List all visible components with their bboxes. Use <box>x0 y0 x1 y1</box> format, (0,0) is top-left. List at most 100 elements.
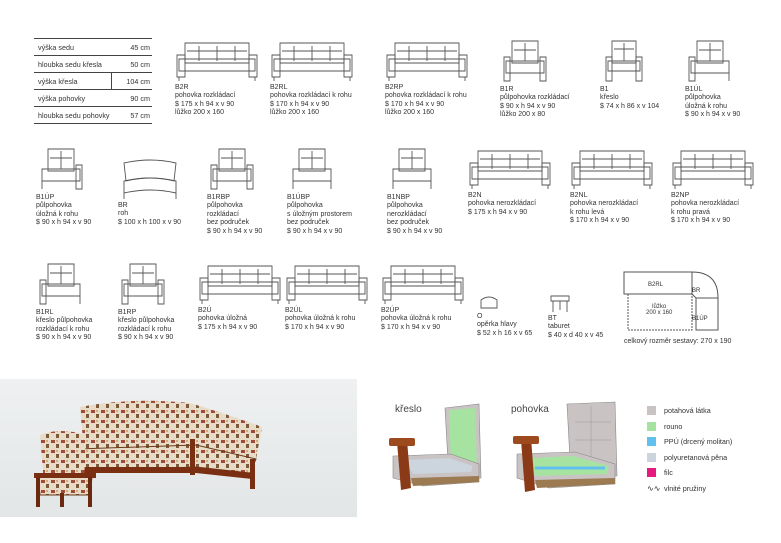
product-bed-size: lůžko 200 x 80 <box>500 111 546 119</box>
set-total: celkový rozměr sestavy: 270 x 190 <box>624 338 732 345</box>
legend-label: vlnité pružiny <box>664 483 706 493</box>
legend-label: filc <box>664 468 673 478</box>
furniture-drawing <box>672 150 754 189</box>
dim-label: výška pohovky <box>34 89 112 107</box>
dim-value: 50 cm <box>111 55 152 73</box>
product-name: taburet <box>548 323 570 331</box>
product-code: B2RP <box>385 84 404 91</box>
product-name: pohovka nerozkládací <box>468 200 537 208</box>
furniture-drawing <box>210 148 254 190</box>
product-name: půlpohovka úložná k rohu <box>685 94 728 110</box>
dim-label: hloubka sedu křesla <box>34 55 112 73</box>
legend-item: filc <box>647 465 732 481</box>
product-code: B2Ú <box>198 307 212 314</box>
set-plan-drawing <box>623 271 719 331</box>
legend-label: PPÚ (drcený molitan) <box>664 437 733 447</box>
product-name: půlpohovka s úložným prostorem bez podru… <box>287 202 352 227</box>
product-name: pohovka rozkládací k rohu <box>385 92 467 100</box>
product-code: B2N <box>468 192 482 199</box>
swatch-fabric <box>647 406 656 416</box>
product-size: $ 40 x d 40 x v 45 <box>548 331 604 339</box>
furniture-drawing <box>382 265 464 304</box>
product-code: B1ÚBP <box>287 194 310 201</box>
product-bed-size: lůžko 200 x 160 <box>175 109 225 117</box>
legend-item: potahová látka <box>647 403 732 419</box>
product-code: B1RP <box>118 309 137 316</box>
product-name: půlpohovka rozkládací <box>500 94 570 102</box>
dim-label: hloubka sedu pohovky <box>34 106 112 124</box>
product-name: křeslo půlpohovka rozkládací k rohu <box>36 317 93 333</box>
product-code: BR <box>118 202 128 209</box>
set-label-b2rl: B2RL <box>648 282 664 288</box>
sofa-cross-section: pohovka <box>505 398 635 498</box>
product-size: $ 170 x h 94 x v 90 <box>285 323 345 331</box>
furniture-drawing <box>176 42 258 81</box>
furniture-drawing <box>469 150 551 189</box>
product-size: $ 90 x h 94 x v 90 <box>287 227 343 235</box>
product-name: pohovka úložná k rohu <box>381 315 452 323</box>
sofa-photo-illustration <box>34 400 262 507</box>
product-code: B1ÚL <box>685 86 703 93</box>
legend-item: rouno <box>647 419 732 435</box>
product-code: B1RL <box>36 309 54 316</box>
product-size: $ 90 x h 94 x v 90 <box>500 102 556 110</box>
product-code: B1RBP <box>207 194 230 201</box>
product-code: B2NL <box>570 192 588 199</box>
dim-label: výška sedu <box>34 38 112 56</box>
product-code: B2NP <box>671 192 690 199</box>
product-name: půlpohovka úložná k rohu <box>36 202 79 218</box>
product-code: B1 <box>600 86 609 93</box>
product-name: křeslo půlpohovka rozkládací k rohu <box>118 317 175 333</box>
product-size: $ 90 x h 94 x v 90 <box>207 227 263 235</box>
dim-value: 104 cm <box>111 72 152 90</box>
product-name: pohovka nerozkládací k rohu levá <box>570 200 639 216</box>
set-label-b1up: B1ÚP <box>692 316 708 322</box>
product-size: $ 90 x h 94 x v 90 <box>387 227 443 235</box>
set-plan: B2RL BR lůžko 200 x 160 B1ÚP celkový roz… <box>622 268 752 348</box>
product-size: $ 90 x h 94 x v 90 <box>118 334 174 342</box>
furniture-drawing <box>605 40 643 82</box>
legend-item: ∿∿vlnité pružiny <box>647 481 732 497</box>
materials-legend: potahová látka rouno PPÚ (drcený molitan… <box>647 403 732 496</box>
furniture-drawing <box>123 159 177 199</box>
legend-item: polyuretanová pěna <box>647 450 732 466</box>
product-size: $ 175 x h 94 x v 90 <box>175 100 235 108</box>
set-label-bed: lůžko 200 x 160 <box>646 304 673 316</box>
furniture-drawing <box>199 265 281 304</box>
product-name: pohovka rozkládací k rohu <box>270 92 352 100</box>
furniture-drawing <box>688 40 730 82</box>
furniture-drawing <box>550 295 570 312</box>
furniture-drawing <box>571 150 653 189</box>
product-size: $ 170 x h 94 x v 90 <box>671 217 731 225</box>
furniture-drawing <box>480 296 498 309</box>
dim-value: 45 cm <box>111 38 152 56</box>
product-size: $ 170 x h 94 x v 90 <box>381 323 441 331</box>
product-code: O <box>477 313 483 320</box>
legend-label: polyuretanová pěna <box>664 452 728 462</box>
